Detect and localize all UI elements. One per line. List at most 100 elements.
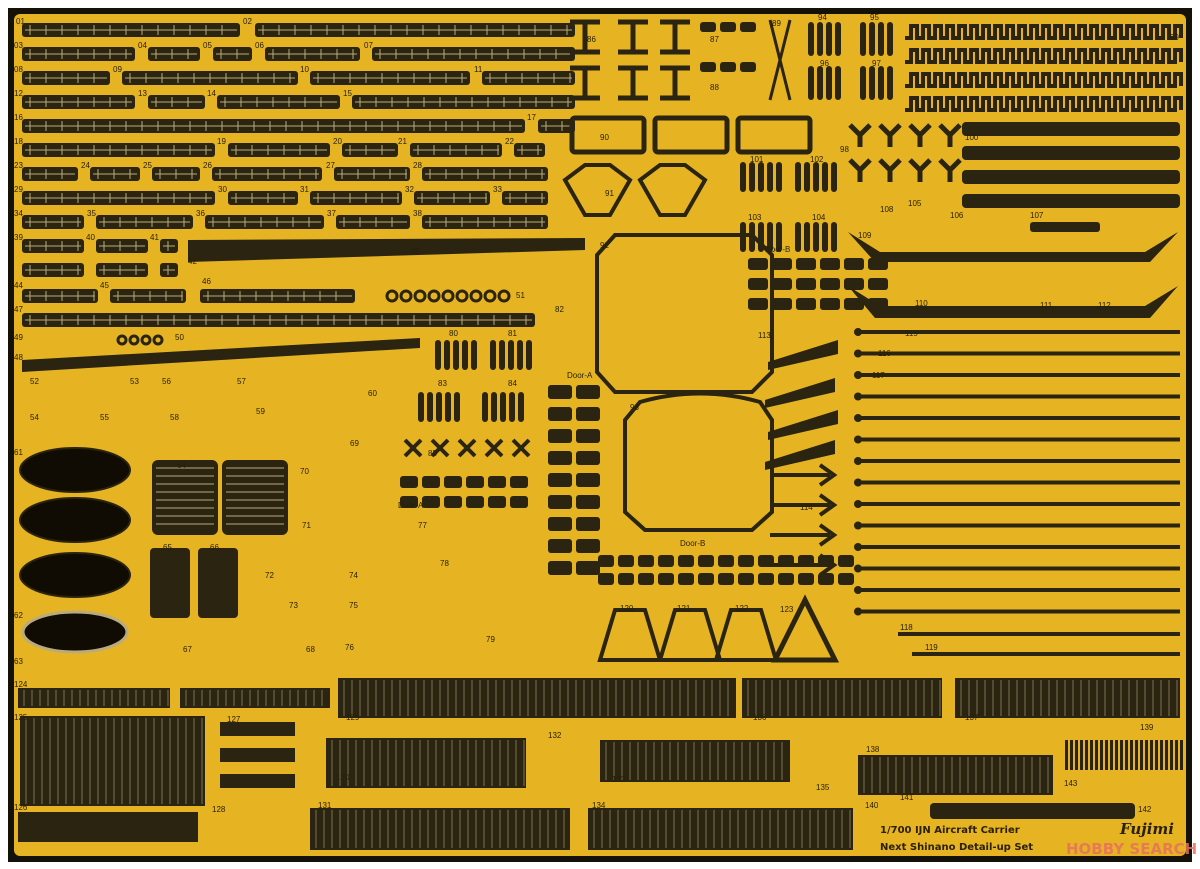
part-number-label: 83 [438, 379, 447, 388]
part-number-label: 64 [177, 461, 186, 470]
part-number-label: 59 [256, 407, 265, 416]
ladder-rung [860, 66, 866, 100]
door-part [400, 496, 418, 508]
door-part [738, 555, 754, 567]
ladder-rung [444, 340, 450, 370]
part-number-label: 05 [203, 41, 212, 50]
part-139-rung [1130, 740, 1133, 770]
ladder-rung [758, 162, 764, 192]
door-part [772, 278, 792, 290]
door-part [548, 539, 572, 553]
ladder-rung [817, 22, 823, 56]
ring-part [455, 289, 469, 303]
door-part [488, 476, 506, 488]
cross-part [457, 438, 477, 458]
ring-part [399, 289, 413, 303]
part-number-label: 40 [86, 233, 95, 242]
part-number-label: 30 [218, 185, 227, 194]
chain-part [962, 146, 1180, 160]
door-part [576, 385, 600, 399]
part-number-label: 136 [753, 713, 767, 722]
tripod-part [878, 158, 902, 182]
part-number-label: 75 [349, 601, 358, 610]
door-part [576, 451, 600, 465]
ladder-rung [526, 340, 532, 370]
searchlight-part [637, 163, 708, 217]
ladder-rung [462, 340, 468, 370]
part-number-label: 143 [1064, 779, 1078, 788]
part-number-label: 126 [14, 803, 28, 812]
door-part [598, 555, 614, 567]
fan-part [657, 608, 723, 662]
door-part [576, 517, 600, 531]
part-139-rung [1165, 740, 1168, 770]
door-part [758, 573, 774, 585]
door-part [658, 555, 674, 567]
part-number-label: 78 [440, 559, 449, 568]
door-part [548, 385, 572, 399]
panel-93 [623, 391, 774, 532]
door-part [638, 555, 654, 567]
door-part [820, 258, 840, 270]
part-number-label: 76 [345, 643, 354, 652]
part-107 [1030, 222, 1100, 232]
ladder-rung [435, 340, 441, 370]
door-part [576, 407, 600, 421]
door-part [444, 496, 462, 508]
part-139-rung [1075, 740, 1078, 770]
door-part [638, 573, 654, 585]
part-number-label: 111 [1040, 301, 1053, 310]
door-part [548, 517, 572, 531]
part-number-label: 131 [318, 801, 332, 810]
part-number-label: 06 [255, 41, 264, 50]
door-part [576, 473, 600, 487]
door-part [548, 429, 572, 443]
part-number-label: 36 [196, 209, 205, 218]
door-part [844, 298, 864, 310]
door-part [618, 573, 634, 585]
part-number-label: 28 [413, 161, 422, 170]
sheet-title-line2: Next Shinano Detail-up Set [880, 842, 1033, 853]
rod-end [854, 392, 862, 401]
part-number-label: 03 [14, 41, 23, 50]
ladder-rung [804, 162, 810, 192]
door-part [820, 278, 840, 290]
part-number-label: 130 [336, 773, 350, 782]
frame-part [569, 115, 647, 155]
ladder-rung [500, 392, 506, 422]
ladder-rung [418, 392, 424, 422]
ladder-rung [740, 222, 746, 252]
part-139-rung [1180, 740, 1183, 770]
part-number-label: 19 [217, 137, 226, 146]
part-127 [220, 748, 295, 762]
part-number-label: 14 [207, 89, 216, 98]
ring-part [441, 289, 455, 303]
part-number-label: 70 [300, 467, 309, 476]
part-number-label: 50 [175, 333, 184, 342]
door-part [548, 561, 572, 575]
door-part [422, 476, 440, 488]
part-number-label: 142 [1138, 805, 1152, 814]
door-part [778, 573, 794, 585]
grating-part [742, 678, 942, 718]
part-number-label: 96 [820, 59, 829, 68]
part-number-label: 04 [138, 41, 147, 50]
part-number-label: 23 [14, 161, 23, 170]
ladder-rung [767, 222, 773, 252]
part-number-label: 07 [364, 41, 373, 50]
fitting-part [720, 62, 736, 72]
part-number-label: 92 [600, 241, 609, 250]
door-part [400, 476, 418, 488]
fitting-part [570, 19, 600, 55]
fitting-part [570, 65, 600, 101]
part-number-label: 37 [327, 209, 336, 218]
part-number-label: 84 [508, 379, 517, 388]
part-number-label: 137 [965, 713, 979, 722]
door-part [576, 539, 600, 553]
ladder-rung [427, 392, 433, 422]
rod-end [854, 371, 862, 379]
part-number-label: 80 [449, 329, 458, 338]
door-label: Door-A [398, 501, 424, 510]
part-number-label: 112 [1098, 301, 1111, 310]
